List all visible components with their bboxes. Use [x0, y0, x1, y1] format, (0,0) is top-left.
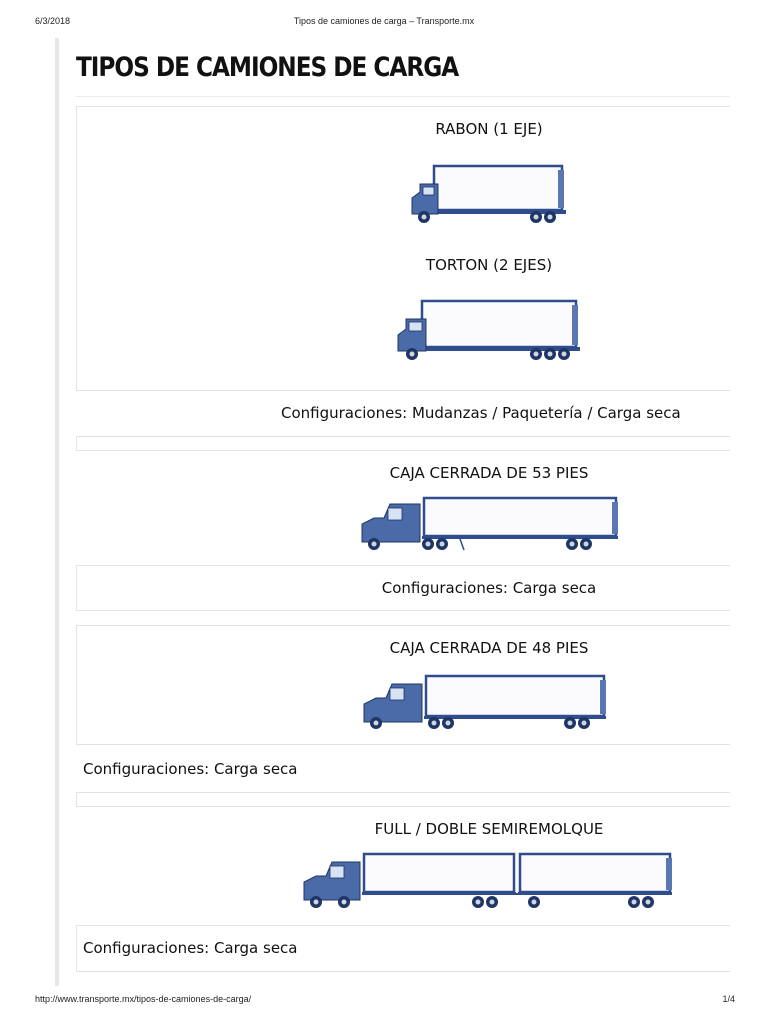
- caja-53-label: CAJA CERRADA DE 53 PIES: [389, 464, 589, 482]
- print-header: 6/3/2018 Tipos de camiones de carga – Tr…: [0, 16, 768, 32]
- print-date: 6/3/2018: [35, 16, 71, 26]
- caja-48-truck-illustration: [363, 674, 606, 729]
- caja-53-truck-illustration: [361, 496, 618, 551]
- caja-48-label: CAJA CERRADA DE 48 PIES: [389, 639, 589, 657]
- title-divider: [76, 96, 730, 97]
- content-left-border: [55, 38, 59, 986]
- torton-label: TORTON (2 EJES): [425, 256, 553, 274]
- torton-truck-illustration: [397, 299, 580, 360]
- config-caja-48: Configuraciones: Carga seca: [83, 760, 298, 778]
- rabon-truck-illustration: [411, 164, 566, 223]
- print-page-number: 1/4: [722, 994, 735, 1004]
- config-53-box: [76, 565, 730, 611]
- rabon-label: RABON (1 EJE): [435, 120, 543, 138]
- config-full: Configuraciones: Carga seca: [83, 939, 298, 957]
- spacer-box-2: [76, 792, 730, 807]
- page-title: TIPOS DE CAMIONES DE CARGA: [76, 52, 459, 83]
- spacer-box-1: [76, 436, 730, 451]
- config-full-box: [76, 925, 730, 972]
- print-footer: http://www.transporte.mx/tipos-de-camion…: [0, 994, 768, 1010]
- full-double-trailer-illustration: [303, 852, 672, 908]
- config-rigid-trucks: Configuraciones: Mudanzas / Paquetería /…: [281, 404, 681, 422]
- print-page-title: Tipos de camiones de carga – Transporte.…: [293, 16, 475, 26]
- config-caja-53: Configuraciones: Carga seca: [381, 579, 597, 597]
- full-label: FULL / DOBLE SEMIREMOLQUE: [374, 820, 604, 838]
- print-url: http://www.transporte.mx/tipos-de-camion…: [35, 994, 252, 1004]
